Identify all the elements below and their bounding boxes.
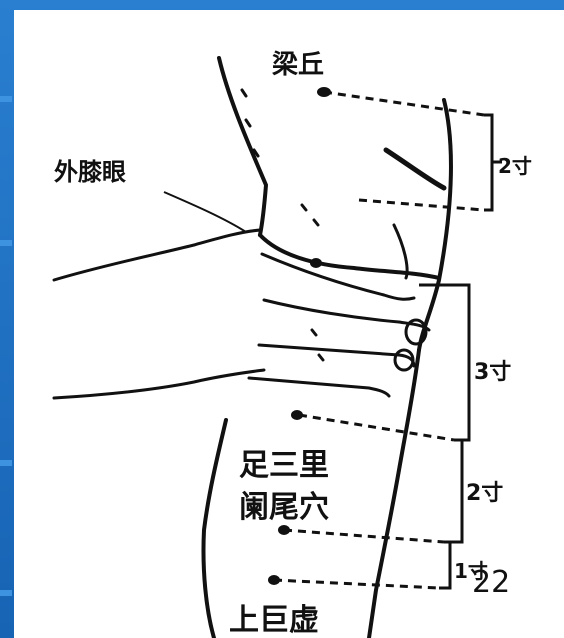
- diagram-panel: 梁丘 外膝眼 足三里 阑尾穴 上巨虚 2寸 3寸 2寸 1寸 22: [14, 10, 564, 638]
- measure-m4: 1寸: [454, 559, 488, 583]
- bracket-m4: [439, 540, 452, 590]
- finger-3: [257, 343, 416, 368]
- page-number: 22: [472, 565, 511, 600]
- point-shangjuxu-dot: [268, 575, 280, 585]
- measure-m3: 2寸: [466, 481, 504, 506]
- label-shangjuxu: 上巨虚: [229, 603, 319, 638]
- label-waixiyan: 外膝眼: [54, 158, 126, 186]
- label-liangqiu: 梁丘: [272, 50, 325, 80]
- point-waixiyan-dot: [310, 258, 322, 268]
- label-lanwei: 阑尾穴: [239, 490, 329, 525]
- point-lanwei-dot: [278, 525, 290, 535]
- shin-outline-back: [201, 418, 228, 638]
- bracket-m2: [419, 283, 471, 442]
- slide-stripe: [0, 240, 12, 246]
- thigh-hatching: [240, 88, 325, 362]
- arm-lower: [52, 368, 266, 400]
- arm-upper: [52, 228, 262, 282]
- guide-lanwei: [283, 528, 445, 544]
- knee-curve: [258, 233, 441, 280]
- guide-liangqiu: [323, 90, 485, 117]
- bracket-m3: [444, 438, 464, 544]
- finger-2: [262, 298, 431, 332]
- point-liangqiu-dot: [317, 87, 331, 97]
- guide-zusanli: [298, 413, 455, 442]
- bracket-m1: [484, 113, 494, 212]
- finger-4: [247, 376, 391, 398]
- waixiyan-leader: [163, 191, 247, 233]
- shin-outline-front: [367, 348, 421, 638]
- patella-line: [392, 223, 409, 280]
- finger-1: [260, 252, 416, 301]
- label-zusanli: 足三里: [239, 448, 329, 483]
- fingertip-2: [393, 348, 415, 372]
- measure-m2: 3寸: [474, 360, 512, 385]
- measure-m1: 2寸: [498, 154, 532, 178]
- slide-stripe: [0, 590, 12, 596]
- fingertip-1: [404, 318, 428, 346]
- thigh-outline-left: [217, 56, 268, 237]
- guide-liangqiu-base: [358, 198, 485, 212]
- point-zusanli-dot: [291, 410, 303, 420]
- tendon-line: [383, 147, 447, 191]
- slide-stripe: [0, 460, 12, 466]
- leg-acupoint-illustration: [52, 56, 502, 638]
- thigh-outline-right: [417, 98, 453, 352]
- slide-stripe: [0, 96, 12, 102]
- guide-shangjuxu: [273, 578, 440, 590]
